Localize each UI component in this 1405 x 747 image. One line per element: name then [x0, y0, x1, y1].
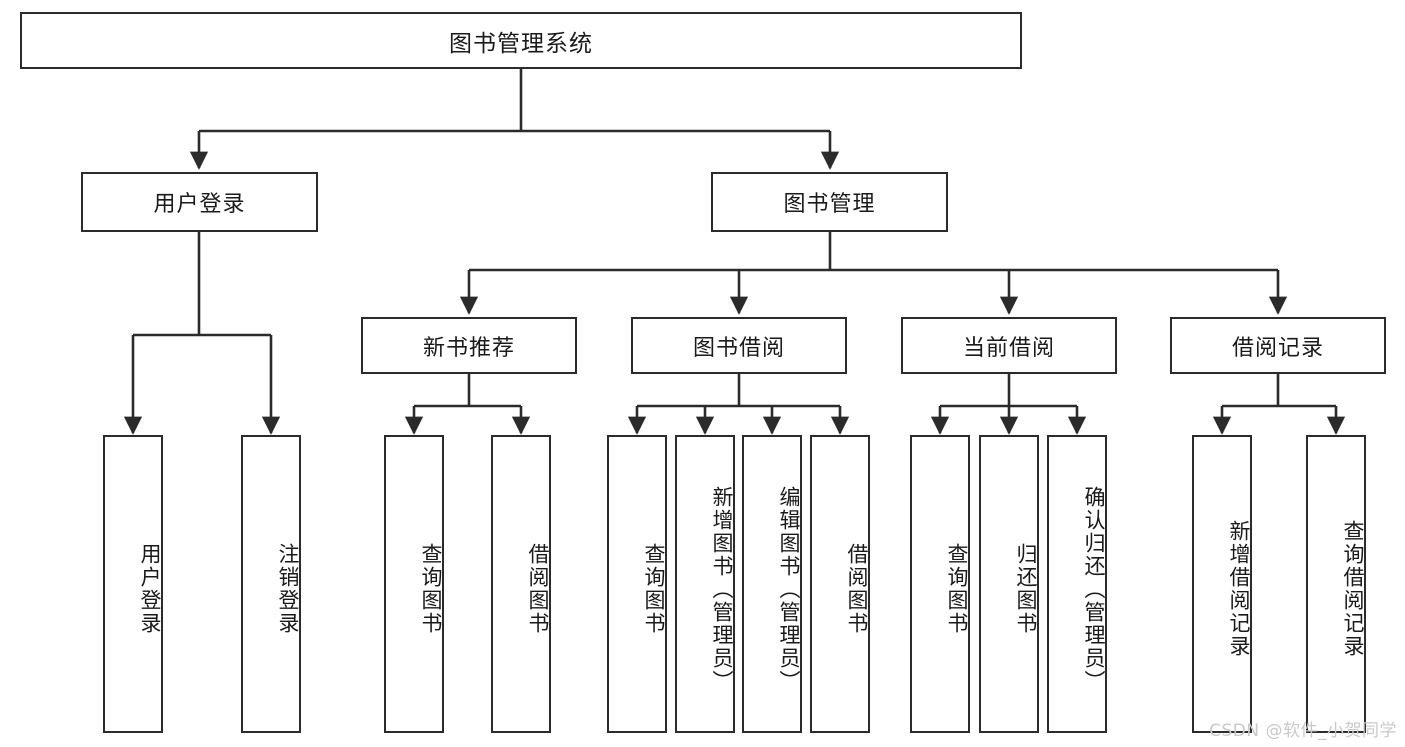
leaf-new-books-borrow-books-label: 借阅图书: [526, 543, 550, 635]
node-book-borrowing[interactable]: 图书借阅: [631, 317, 847, 374]
node-user-login-label: 用户登录: [153, 192, 246, 217]
leaf-records-add-record[interactable]: 新增借阅记录: [1192, 435, 1252, 733]
node-book-management-label: 图书管理: [783, 192, 876, 217]
leaf-borrow-add-book-admin-label: 新增图书（管理员）: [710, 485, 734, 693]
node-borrowing-records-label: 借阅记录: [1231, 335, 1324, 361]
leaf-borrow-edit-book-admin[interactable]: 编辑图书（管理员）: [742, 435, 802, 733]
leaf-borrow-query-books[interactable]: 查询图书: [607, 435, 667, 733]
leaf-records-add-record-label: 新增借阅记录: [1227, 520, 1251, 658]
leaf-borrow-edit-book-admin-label: 编辑图书（管理员）: [777, 485, 801, 693]
node-root-label: 图书管理系统: [449, 30, 593, 57]
leaf-borrow-add-book-admin[interactable]: 新增图书（管理员）: [675, 435, 735, 733]
node-new-book-recommendation[interactable]: 新书推荐: [361, 317, 577, 374]
leaf-user-login-label: 用户登录: [138, 543, 162, 635]
leaf-borrow-query-books-label: 查询图书: [642, 543, 666, 635]
node-current-borrowing[interactable]: 当前借阅: [901, 317, 1117, 374]
node-user-login[interactable]: 用户登录: [81, 172, 318, 232]
leaf-user-login[interactable]: 用户登录: [103, 435, 163, 733]
leaf-current-confirm-return-admin-label: 确认归还（管理员）: [1082, 485, 1106, 693]
node-current-borrowing-label: 当前借阅: [962, 335, 1055, 361]
leaf-borrow-borrow-books[interactable]: 借阅图书: [810, 435, 870, 733]
leaf-logout[interactable]: 注销登录: [241, 435, 301, 733]
node-root-book-management-system[interactable]: 图书管理系统: [20, 12, 1022, 69]
leaf-current-query-books[interactable]: 查询图书: [910, 435, 970, 733]
leaf-new-books-query-books[interactable]: 查询图书: [384, 435, 444, 733]
node-book-management[interactable]: 图书管理: [711, 172, 948, 232]
leaf-new-books-borrow-books[interactable]: 借阅图书: [491, 435, 551, 733]
leaf-records-query-record-label: 查询借阅记录: [1341, 520, 1365, 658]
leaf-current-query-books-label: 查询图书: [945, 543, 969, 635]
node-new-book-recommendation-label: 新书推荐: [422, 335, 515, 361]
leaf-current-return-books-label: 归还图书: [1014, 543, 1038, 635]
leaf-current-return-books[interactable]: 归还图书: [979, 435, 1039, 733]
watermark: CSDN @软件_小贺同学: [1209, 721, 1397, 741]
leaf-current-confirm-return-admin[interactable]: 确认归还（管理员）: [1047, 435, 1107, 733]
leaf-records-query-record[interactable]: 查询借阅记录: [1306, 435, 1366, 733]
leaf-logout-label: 注销登录: [276, 543, 300, 635]
node-book-borrowing-label: 图书借阅: [692, 335, 785, 361]
leaf-borrow-borrow-books-label: 借阅图书: [845, 543, 869, 635]
leaf-new-books-query-books-label: 查询图书: [419, 543, 443, 635]
node-borrowing-records[interactable]: 借阅记录: [1170, 317, 1386, 374]
